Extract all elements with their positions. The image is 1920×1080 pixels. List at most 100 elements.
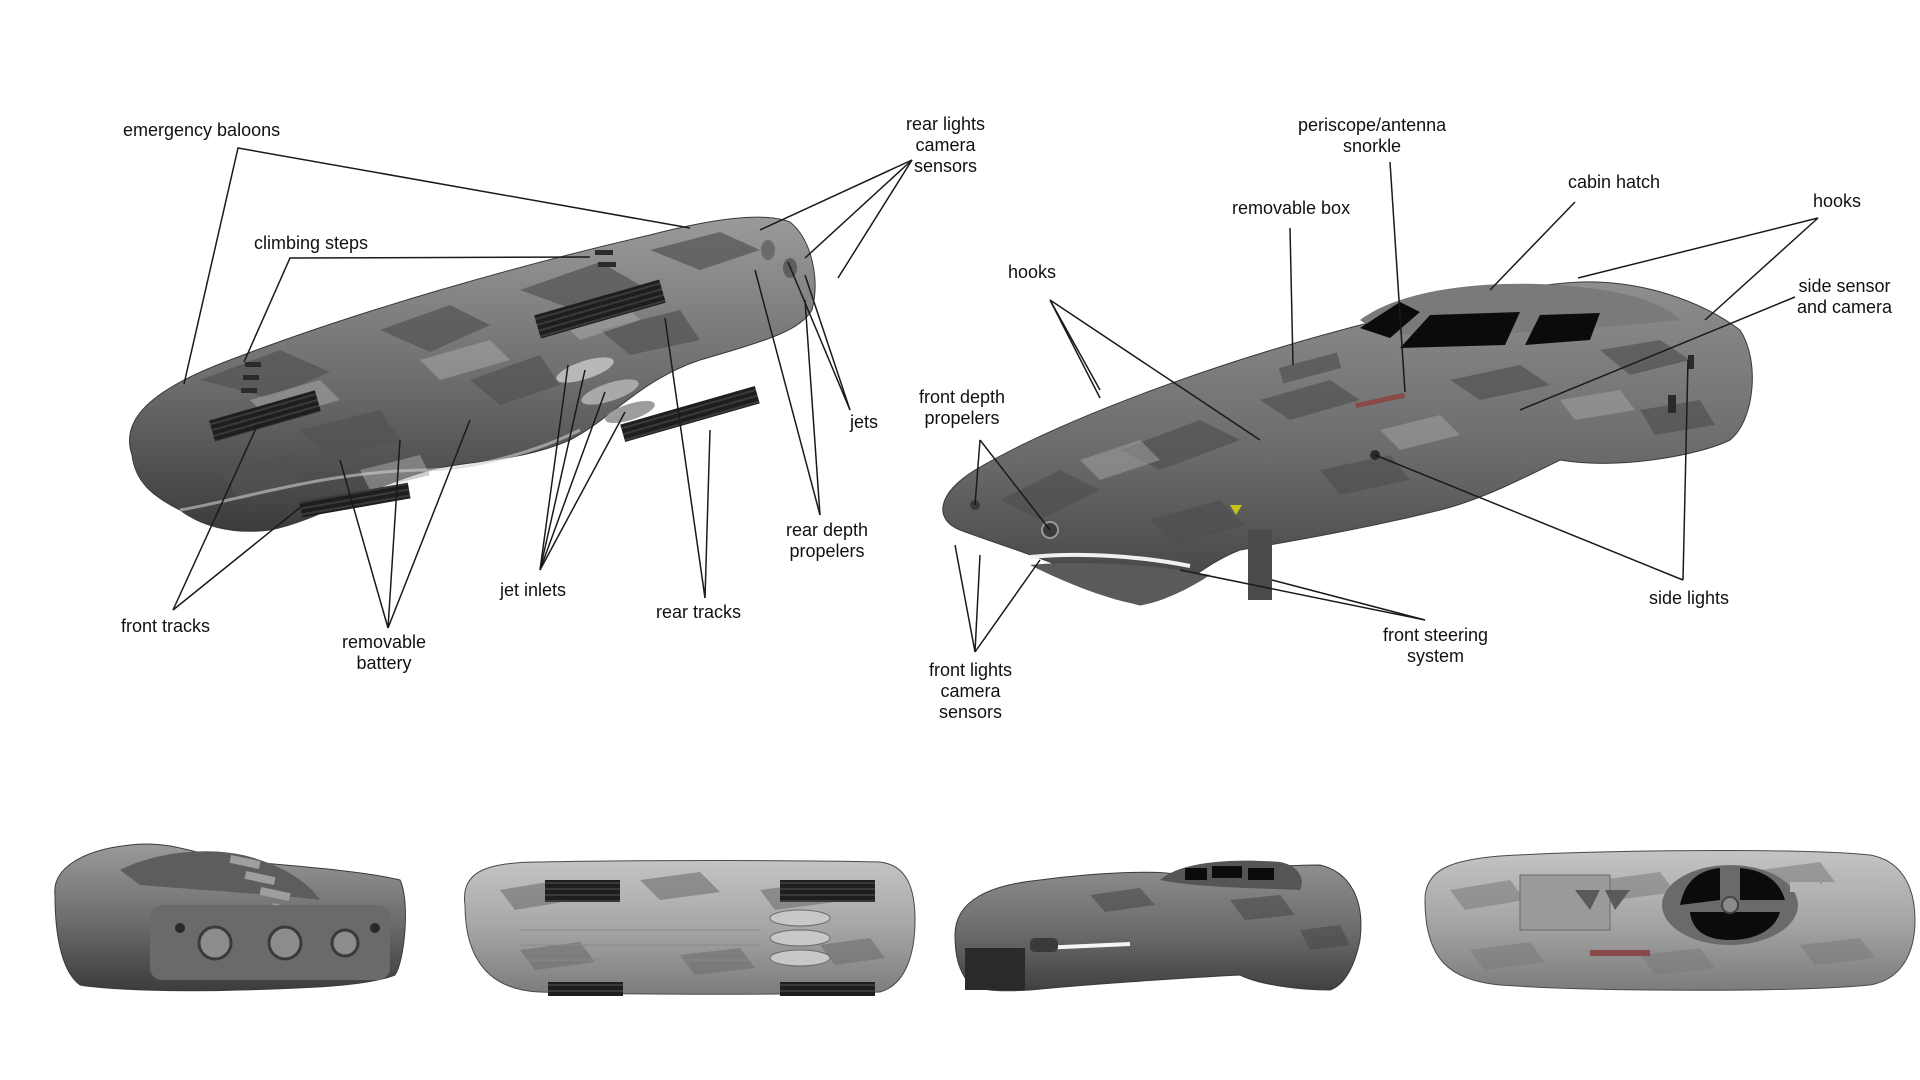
rear-jet-1 [197, 925, 233, 961]
label-line: front steering [1383, 625, 1489, 645]
label-line: front lights [929, 660, 1013, 680]
hull-camo [1090, 888, 1350, 950]
climbing-step-2 [1822, 882, 1852, 892]
cabin-window-middle [1400, 312, 1520, 348]
label-line: emergency baloons [123, 120, 281, 140]
hull-underside-edge [179, 428, 581, 512]
label-line: periscope/antenna [1298, 115, 1447, 135]
label-line: side lights [1649, 588, 1730, 608]
hull-camo [1450, 862, 1875, 975]
label-line: hooks [1008, 262, 1057, 282]
rear-track-grille [780, 880, 875, 902]
label-line: rear lights [906, 114, 986, 134]
cabin-window-1 [1185, 868, 1207, 880]
label-periscope-antenna-snorkle: periscope/antenna snorkle [1298, 115, 1446, 157]
hull-body [954, 864, 1362, 992]
label-side-lights: side lights [1649, 588, 1729, 609]
label-front-lights-camera-sensors: front lights camera sensors [929, 660, 1012, 723]
label-line: front depth [919, 387, 1006, 407]
label-jet-inlets: jet inlets [500, 580, 566, 601]
climbing-step-1 [595, 250, 613, 255]
front-track-grille-lower [548, 982, 623, 996]
label-cabin-hatch: cabin hatch [1568, 172, 1660, 193]
label-line: jet inlets [500, 580, 567, 600]
cabin-hatch [1721, 896, 1739, 914]
hatch-marking [1575, 890, 1630, 910]
climbing-step-5 [241, 388, 257, 393]
climbing-step-3 [245, 362, 261, 367]
rear-jet-3 [330, 928, 360, 958]
top-three-quarter-view [942, 281, 1753, 606]
label-front-depth-propelers: front depth propelers [919, 387, 1005, 429]
rear-light-1 [175, 923, 185, 933]
rear-light-2 [370, 923, 380, 933]
hull-camo [200, 232, 760, 500]
front-steering-fin [1030, 563, 1210, 605]
label-line: sensors [914, 156, 978, 176]
periscope-stripe [1355, 392, 1406, 409]
cabin-top [120, 851, 320, 900]
label-line: snorkle [1343, 136, 1402, 156]
label-rear-tracks: rear tracks [656, 602, 741, 623]
side-sensor-1 [1668, 395, 1676, 413]
label-line: removable [342, 632, 427, 652]
label-front-steering-system: front steering system [1383, 625, 1488, 667]
jet-inlet-3 [605, 400, 655, 424]
label-rear-lights-camera-sensors: rear lights camera sensors [906, 114, 985, 177]
side-sensor-2 [1688, 355, 1694, 369]
label-line: cabin hatch [1568, 172, 1661, 192]
rear-track-grille [534, 279, 666, 339]
hull-camo-light [1080, 390, 1635, 480]
climbing-step-2 [598, 262, 616, 267]
rear-track-grille-lower [780, 982, 875, 996]
cabin-window-3 [1690, 912, 1780, 940]
front-depth-propeler [1030, 938, 1058, 952]
removable-box [1278, 352, 1342, 384]
hull-camo [1000, 340, 1715, 545]
bottom-view [463, 860, 916, 996]
label-line: rear depth [786, 520, 869, 540]
jet-inlet-3 [769, 949, 831, 967]
cabin-window-3 [1248, 868, 1274, 880]
label-rear-depth-propelers: rear depth propelers [786, 520, 868, 562]
label-line: removable box [1232, 198, 1351, 218]
label-climbing-steps: climbing steps [254, 233, 368, 254]
jet-inlet-1 [769, 909, 831, 927]
label-line: front tracks [121, 616, 211, 636]
label-jets: jets [850, 412, 878, 433]
front-light-strip [1029, 552, 1191, 568]
label-front-tracks: front tracks [121, 616, 210, 637]
label-line: system [1407, 646, 1465, 666]
label-removable-box: removable box [1232, 198, 1350, 219]
label-line: hooks [1813, 191, 1862, 211]
cabin-window-2 [1740, 868, 1785, 900]
hatch-marker-yellow [1230, 505, 1242, 515]
climbing-step-3 [1854, 882, 1882, 892]
label-side-sensor-and-camera: side sensor and camera [1797, 276, 1892, 318]
front-track-grille [209, 390, 321, 442]
label-hooks-right: hooks [1813, 191, 1861, 212]
climbing-step-1 [1790, 882, 1820, 892]
cabin-window-front [1360, 302, 1420, 338]
periscope-stripe [1590, 950, 1650, 956]
label-line: and camera [1797, 297, 1893, 317]
front-steering-grille [965, 948, 1025, 990]
label-line: camera [940, 681, 1001, 701]
jet-inlet-2 [769, 929, 831, 947]
rear-lower-grille [620, 386, 760, 442]
cabin-window-rear [1525, 313, 1600, 345]
front-lower-grille [299, 482, 411, 518]
top-view [1424, 850, 1916, 991]
rear-view [54, 843, 406, 992]
front-view [954, 860, 1362, 992]
label-line: camera [915, 135, 976, 155]
rear-jet-2 [267, 925, 303, 961]
label-line: sensors [939, 702, 1003, 722]
label-line: side sensor [1798, 276, 1891, 296]
cabin-window-1 [1680, 868, 1720, 905]
label-line: battery [356, 653, 412, 673]
label-emergency-baloons: emergency baloons [123, 120, 280, 141]
